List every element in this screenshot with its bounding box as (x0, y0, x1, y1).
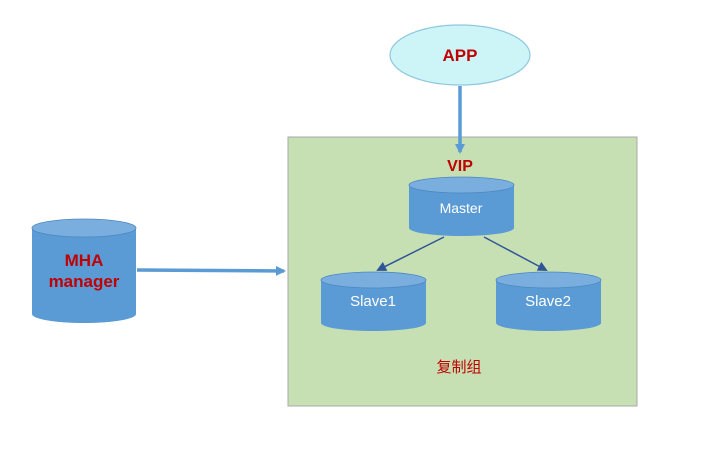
slave2-db-icon (495, 271, 602, 331)
group-label: 复制组 (436, 358, 481, 376)
slave1-label: Slave1 (350, 293, 396, 310)
mha-label-line1: MHA (65, 251, 104, 270)
slave1-db-icon (320, 271, 427, 331)
slave2-label: Slave2 (525, 293, 571, 310)
master-label: Master (440, 200, 483, 216)
master-db-icon (408, 176, 515, 236)
mha-label-line2: manager (49, 272, 120, 291)
app-label: APP (443, 46, 478, 65)
mha-to-group-arrow (136, 265, 286, 276)
app-node (389, 24, 531, 86)
master-to-slave2-arrow (483, 236, 548, 271)
master-to-slave1-arrow (376, 236, 445, 271)
mha-manager-db-icon (31, 218, 137, 323)
vip-label: VIP (447, 158, 473, 175)
